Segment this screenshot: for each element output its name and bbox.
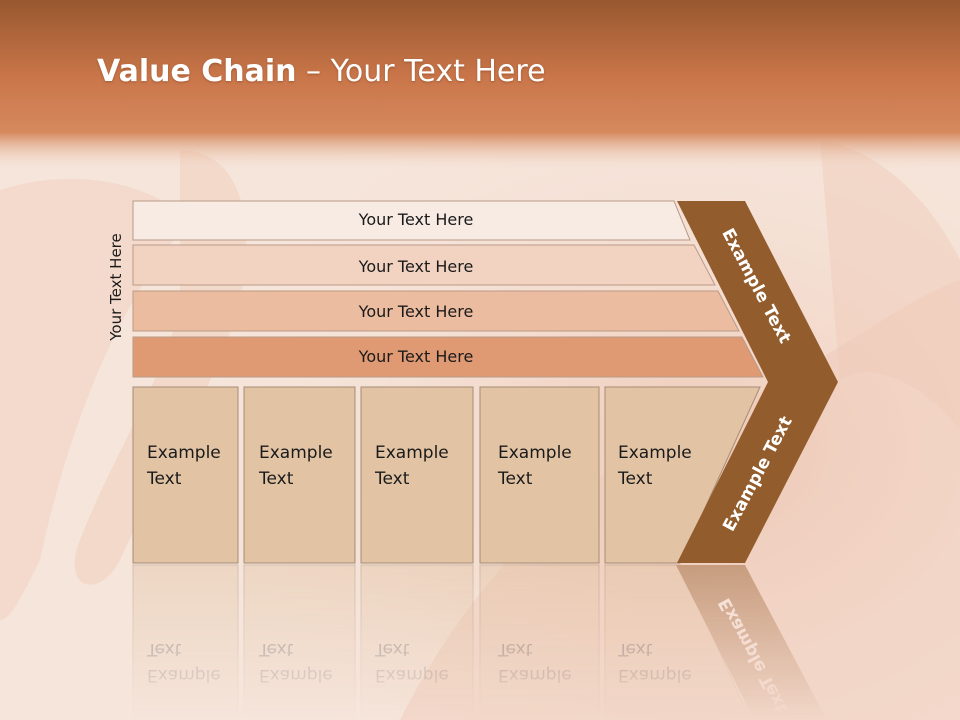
diagram-reflection: Example Text Example Text Example Text E… (132, 564, 827, 720)
primary-columns: Example Text Example Text Example Text E… (132, 386, 761, 564)
support-bar-1 (132, 200, 691, 241)
reflection-text: Example (618, 665, 692, 685)
column-text-line1: Example (147, 443, 221, 463)
column-text-line1: Example (498, 443, 572, 463)
reflection-text: Text (497, 639, 533, 659)
column-reflections: Example Text Example Text Example Text E… (132, 564, 827, 720)
support-bar-3 (132, 290, 740, 332)
column-text-line1: Example (259, 443, 333, 463)
primary-column-3 (360, 386, 474, 564)
column-text-line2: Text (497, 469, 533, 489)
column-text-line1: Example (375, 443, 449, 463)
reflection-text: Text (374, 639, 410, 659)
support-bar-label: Your Text Here (358, 347, 474, 366)
column-text-line1: Example (618, 443, 692, 463)
primary-column-2 (243, 386, 356, 564)
support-bar-label: Your Text Here (358, 210, 474, 229)
margin-chevron: Example Text Example Text (677, 201, 838, 563)
chevron-shape (677, 201, 838, 563)
column-text-line2: Text (146, 469, 182, 489)
column-text-line2: Text (374, 469, 410, 489)
reflection-text: Text (617, 639, 653, 659)
primary-column-4 (479, 386, 600, 564)
support-bar-2 (132, 244, 716, 286)
support-bars: Your Text Here Your Text Here Your Text … (132, 200, 764, 378)
support-bar-label: Your Text Here (358, 302, 474, 321)
slide-title-rest: – Your Text Here (296, 54, 546, 89)
reflection-text: Example (498, 665, 572, 685)
column-text-line2: Text (258, 469, 294, 489)
slide-title-bold: Value Chain (97, 54, 297, 89)
reflection-text: Text (258, 639, 294, 659)
primary-column-1 (132, 386, 239, 564)
slide-title: Value Chain – Your Text Here (97, 54, 546, 89)
reflection-text: Example (147, 665, 221, 685)
support-bar-4 (132, 336, 764, 378)
reflection-text: Text (146, 639, 182, 659)
column-text-line2: Text (617, 469, 653, 489)
support-bar-label: Your Text Here (358, 257, 474, 276)
reflection-text: Example (259, 665, 333, 685)
reflection-text: Example (375, 665, 449, 685)
